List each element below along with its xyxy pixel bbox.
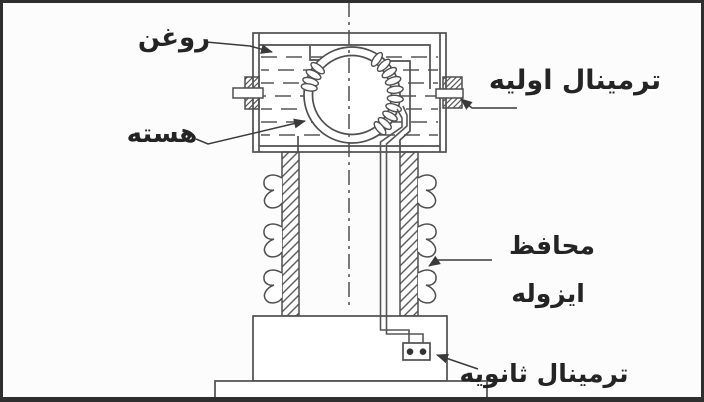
core-bracket-left — [309, 46, 319, 61]
secondary-terminal-leader — [436, 353, 479, 370]
primary-lead-wire — [259, 44, 431, 89]
secondary-terminal-box — [402, 342, 431, 361]
primary-terminal-leader — [460, 98, 517, 110]
oil-level-lines — [261, 56, 438, 136]
secondary-wire-2 — [385, 105, 424, 343]
column-wall-left — [281, 151, 300, 317]
primary-bushing-left — [232, 76, 264, 110]
base-plate — [214, 380, 488, 399]
primary-winding — [300, 61, 326, 92]
core-leader — [195, 118, 306, 145]
secondary-terminal-dot-2 — [419, 348, 427, 356]
primary-terminal-stem-left — [232, 87, 264, 99]
toroidal-core — [303, 46, 401, 144]
guard-label-line2: ایزوله — [511, 279, 585, 309]
oil-leader — [205, 41, 273, 54]
secondary-lead-wires — [379, 105, 424, 343]
column-wall-right — [399, 151, 419, 317]
primary-terminal-label: ترمینال اولیه — [489, 65, 661, 96]
secondary-terminal-dot-1 — [406, 348, 414, 356]
insulator-sheds-left — [263, 174, 283, 304]
guard-label-line1: محافظ — [509, 231, 595, 260]
secondary-terminal-label: ترمینال ثانویه — [460, 359, 629, 389]
secondary-winding — [370, 51, 404, 136]
primary-terminal-stem-right — [435, 88, 464, 99]
leader-lines — [195, 41, 517, 370]
secondary-wire-1 — [379, 108, 410, 343]
core-bracket-right — [385, 60, 411, 152]
insulator-sheds-right — [417, 174, 437, 304]
core-label: هسته — [127, 119, 198, 149]
primary-bushing-right — [435, 76, 464, 109]
internal-structure — [259, 44, 431, 152]
oil-label: روغن — [138, 23, 210, 53]
guard-leader — [428, 255, 492, 267]
